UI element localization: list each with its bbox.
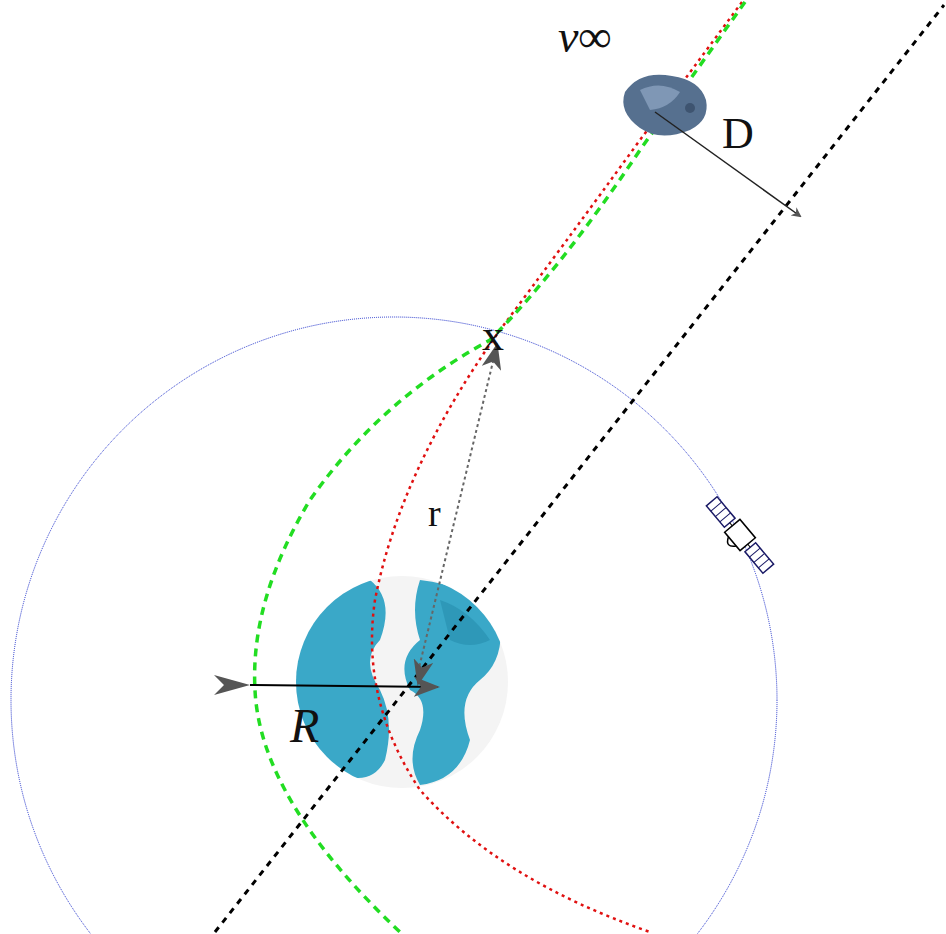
orbit-radius-head	[214, 675, 250, 695]
distance-line	[655, 112, 800, 216]
red-trajectory	[372, 2, 742, 932]
asymptote-line	[215, 5, 944, 932]
green-trajectory	[255, 2, 745, 932]
radius-label: r	[428, 494, 441, 532]
earth	[296, 576, 508, 788]
radius-vector	[418, 345, 497, 672]
satellite	[700, 495, 776, 578]
point-label: x	[482, 314, 504, 358]
distance-label: D	[722, 112, 754, 156]
asteroid	[623, 75, 706, 136]
orbit-radius-label: R	[290, 702, 319, 750]
orbit-circle	[11, 317, 777, 934]
orbit-radius-line	[250, 685, 438, 687]
radius-vector-head	[418, 420, 480, 684]
velocity-label: v∞	[558, 14, 611, 60]
